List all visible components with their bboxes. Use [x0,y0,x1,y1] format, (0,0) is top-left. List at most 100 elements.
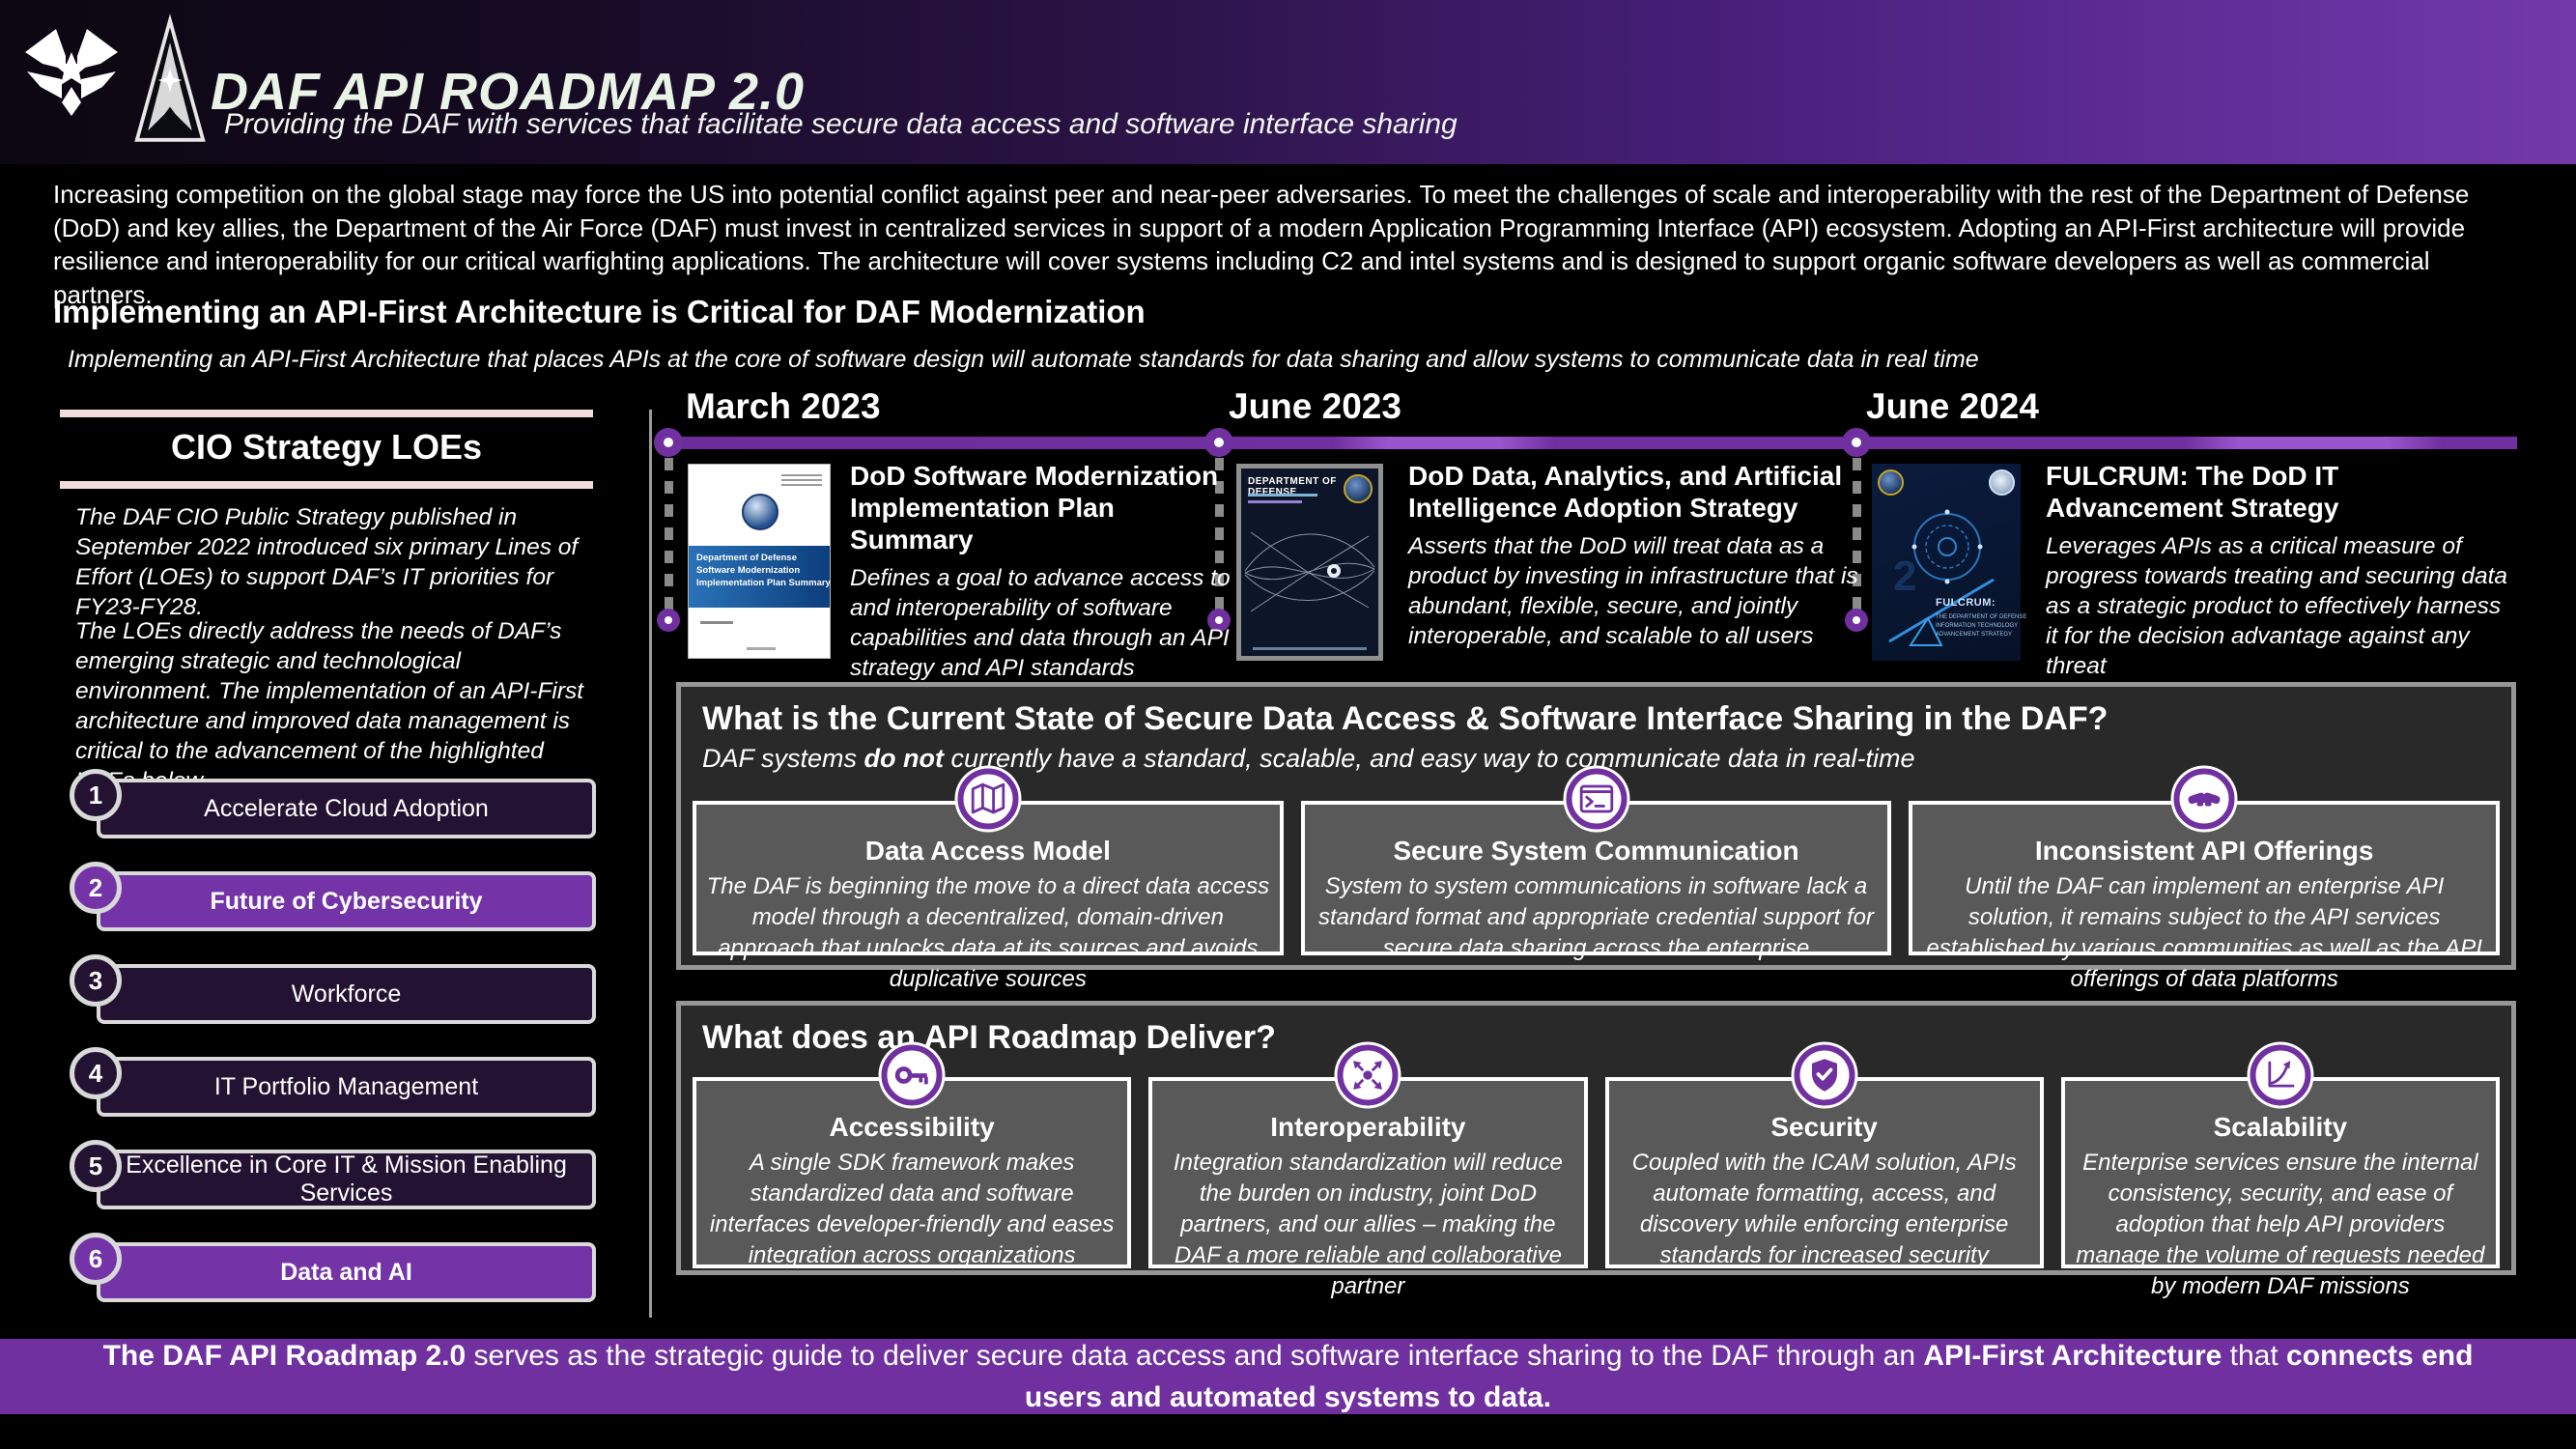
timeline-entry-june-2024: FULCRUM: The DoD IT Advancement Strategy… [2046,460,2517,681]
loe-number-badge: 3 [70,954,122,1007]
timeline-marker-dot [1852,438,1861,447]
timeline-dashed-connector [1215,458,1224,611]
header-banner: DAF API ROADMAP 2.0 Providing the DAF wi… [0,0,2576,164]
card-description: Integration standardization will reduce … [1173,1150,1563,1299]
card-description: Coupled with the ICAM solution, APIs aut… [1631,1150,2017,1268]
footer-text-segment: that [2222,1339,2287,1372]
subheading-bold: do not [863,744,944,773]
current-state-heading: What is the Current State of Secure Data… [702,700,2109,737]
cover-numeral: 2 [1893,553,1917,600]
timeline-end-dot-center [1853,616,1860,624]
terminal-icon [1563,765,1629,833]
current-state-panel: What is the Current State of Secure Data… [676,682,2516,992]
modernization-heading: Implementing an API-First Architecture i… [53,294,1146,329]
card-data-access-model: Data Access Model The DAF is beginning t… [693,765,1284,992]
card-title: Secure System Communication [1393,836,1799,866]
timeline-end-dot [1845,609,1868,632]
card-title: Interoperability [1270,1112,1466,1142]
key-icon [878,1041,946,1109]
milestone-description: Leverages APIs as a critical measure of … [2046,533,2508,679]
loe-number-badge: 5 [70,1140,122,1192]
map-icon [954,765,1022,833]
timeline-bar [666,437,2517,449]
footer-bold-segment: . [1543,1381,1552,1413]
integration-arrows-icon [1334,1041,1401,1109]
milestone-title: FULCRUM: The DoD IT Advancement Strategy [2046,461,2339,523]
deliver-cards: Accessibility A single SDK framework mak… [693,1041,2500,1299]
card-title: Accessibility [829,1112,995,1142]
document-cover-fulcrum: 2 FULCRUM: THE DEPARTMENT OF DEFENSE INF… [1872,464,2026,661]
dod-seal-icon [742,494,778,530]
page-title: DAF API ROADMAP 2.0 [211,63,806,122]
loe-label: IT Portfolio Management [97,1057,596,1117]
cover-caption-bar [747,647,776,650]
timeline-dashed-connector [665,458,673,611]
timeline-marker-dot [1214,438,1224,447]
current-state-cards: Data Access Model The DAF is beginning t… [693,765,2501,992]
timeline-end-dot [657,609,680,632]
air-force-wings-icon [25,29,118,116]
timeline-marker-dot [664,438,673,447]
card-description: Enterprise services ensure the internal … [2076,1150,2485,1299]
cover-caption-bar [1248,494,1317,497]
timeline-date-june-2023: June 2023 [1229,386,1401,426]
timeline-marker [654,428,683,457]
cover-title-band: Department of Defense Software Moderniza… [689,546,831,608]
card-title: Inconsistent API Offerings [2034,836,2374,866]
cover-line: ADVANCEMENT STRATEGY [1936,632,2013,638]
cover-line: FULCRUM: [1936,597,1996,609]
loe-item-core-it: 5 Excellence in Core IT & Mission Enabli… [70,1140,596,1211]
timeline-end-dot [1207,609,1231,632]
cover-line: THE DEPARTMENT OF DEFENSE [1936,614,2027,620]
card-description: A single SDK framework makes standardize… [709,1150,1115,1268]
cover-line: Software Modernization [696,565,801,576]
footer-bold-segment: The DAF API Roadmap 2.0 [102,1339,467,1372]
sidebar-title: CIO Strategy LOEs [170,427,483,467]
timeline-marker [1842,428,1871,457]
milestone-title: DoD Software Modernization Implementatio… [850,461,1219,554]
document-cover-data-analytics-ai: DEPARTMENT OF DEFENSE [1236,464,1383,661]
fulcrum-graphic [1888,509,1995,646]
timeline-date-june-2024: June 2024 [1866,386,2039,426]
card-security: Security Coupled with the ICAM solution,… [1604,1041,2044,1268]
card-description: The DAF is beginning the move to a direc… [706,873,1270,992]
shield-check-icon [1791,1041,1858,1109]
current-state-subheading: DAF systems do not currently have a stan… [702,744,2511,774]
growth-chart-icon [2247,1041,2314,1109]
card-title: Scalability [2213,1112,2348,1142]
card-scalability: Scalability Enterprise services ensure t… [2060,1041,2500,1299]
card-title: Data Access Model [864,836,1111,866]
cio-badge-icon [1989,469,2015,496]
footer-statement: The DAF API Roadmap 2.0 serves as the st… [96,1335,2481,1419]
card-description: Until the DAF can implement an enterpris… [1926,873,2482,992]
loe-item-workforce: 3 Workforce [70,954,596,1026]
timeline-date-march-2023: March 2023 [686,386,881,426]
card-inconsistent-api-offerings: Inconsistent API Offerings Until the DAF… [1909,765,2501,992]
loe-number-badge: 6 [70,1233,122,1285]
subheading-text: DAF systems [702,744,864,773]
cover-caption-bar [1253,647,1367,650]
timeline-dashed-connector [1853,458,1861,611]
network-wave-graphic [1244,531,1375,612]
space-force-delta-icon [134,14,206,142]
loe-item-data-ai: 6 Data and AI [70,1233,596,1304]
timeline-end-dot-center [1215,616,1223,624]
card-accessibility: Accessibility A single SDK framework mak… [693,1041,1132,1268]
card-description: System to system communications in softw… [1318,873,1875,961]
timeline-entry-march-2023: DoD Software Modernization Implementatio… [850,460,1236,683]
loe-number-badge: 4 [70,1047,122,1099]
sidebar-paragraph-1: The DAF CIO Public Strategy published in… [75,504,579,620]
loe-item-cybersecurity: 2 Future of Cybersecurity [70,862,596,933]
dod-seal-icon [1878,469,1904,496]
document-cover-software-modernization: Department of Defense Software Moderniza… [688,464,831,659]
footer-banner: The DAF API Roadmap 2.0 serves as the st… [0,1339,2576,1414]
loe-item-cloud-adoption: 1 Accelerate Cloud Adoption [70,769,596,840]
card-interoperability: Interoperability Integration standardiza… [1148,1041,1588,1299]
loe-label: Accelerate Cloud Adoption [97,779,596,838]
sidebar-bottom-rule [60,481,593,489]
loe-label: Excellence in Core IT & Mission Enabling… [97,1150,596,1209]
cover-fine-print [781,474,822,489]
loe-number-badge: 1 [70,769,122,821]
cover-caption-bar [700,621,733,624]
